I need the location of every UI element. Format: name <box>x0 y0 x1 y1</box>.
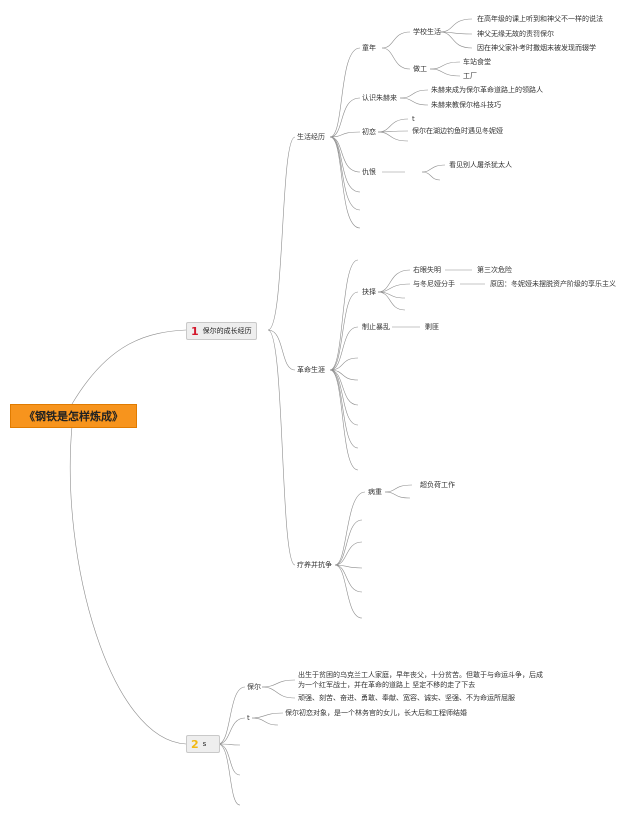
node-zhuhelai[interactable]: 认识朱赫来 <box>362 94 397 102</box>
node-revolution[interactable]: 革命生涯 <box>297 366 325 374</box>
leaf-revenge-1[interactable]: 看见别人屠杀犹太人 <box>449 161 512 169</box>
leaf-blind-note[interactable]: 第三次危险 <box>477 266 512 274</box>
node-blind[interactable]: 右眼失明 <box>413 266 441 274</box>
leaf-zhuhelai-1[interactable]: 朱赫来成为保尔革命道路上的领路人 <box>431 86 543 94</box>
leaf-stop-note[interactable]: 剿匪 <box>425 323 439 331</box>
node-life[interactable]: 生活经历 <box>297 133 325 141</box>
leaf-school-1[interactable]: 在高年级的课上听到和神父不一样的说法 <box>477 15 603 23</box>
leaf-zhuhelai-2[interactable]: 朱赫来教保尔格斗技巧 <box>431 101 501 109</box>
node-revenge[interactable]: 仇恨 <box>362 168 376 176</box>
node-choice[interactable]: 抉择 <box>362 288 376 296</box>
number-badge-2: 2 <box>191 737 199 751</box>
node-break[interactable]: 与冬尼娅分手 <box>413 280 455 288</box>
node-love[interactable]: 初恋 <box>362 128 376 136</box>
leaf-work-2[interactable]: 工厂 <box>463 72 477 80</box>
leaf-paul-desc2[interactable]: 顽强、刻苦、奋进、勇敢、奉献、宽容、诚实、坚强、不为命运所屈服 <box>298 694 515 702</box>
node-t[interactable]: t <box>247 714 250 722</box>
leaf-t-desc[interactable]: 保尔初恋对象，是一个林务官的女儿，长大后和工程师结婚 <box>285 709 467 717</box>
leaf-paul-desc1[interactable]: 出生于贫困的乌克兰工人家庭，早年丧父，十分贫苦。但敢于与命运斗争，后成为一个红军… <box>298 671 543 689</box>
leaf-school-2[interactable]: 神父无缘无故的责罚保尔 <box>477 30 554 38</box>
branch-characters-label: s <box>202 740 207 748</box>
branch-characters[interactable]: 2 s <box>186 735 220 753</box>
leaf-love-1[interactable]: t <box>412 115 415 123</box>
leaf-break-note[interactable]: 原因：冬妮娅未摆脱资产阶级的享乐主义 <box>490 280 616 288</box>
number-badge-1: 1 <box>191 324 199 338</box>
node-paul[interactable]: 保尔 <box>247 683 261 691</box>
branch-growth[interactable]: 1 保尔的成长经历 <box>186 322 257 340</box>
leaf-work-1[interactable]: 车站食堂 <box>463 58 491 66</box>
node-recovery[interactable]: 疗养并抗争 <box>297 561 332 569</box>
node-stop[interactable]: 制止暴乱 <box>362 323 390 331</box>
root-topic[interactable]: 《钢铁是怎样炼成》 <box>10 404 137 428</box>
leaf-ill-note[interactable]: 超负荷工作 <box>420 481 455 489</box>
leaf-school-3[interactable]: 因在神父家补考时撒烟末被发现而辍学 <box>477 44 596 52</box>
branch-growth-label: 保尔的成长经历 <box>202 327 252 335</box>
node-work[interactable]: 做工 <box>413 65 427 73</box>
node-childhood[interactable]: 童年 <box>362 44 376 52</box>
node-school[interactable]: 学校生活 <box>413 28 441 36</box>
leaf-love-2[interactable]: 保尔在湖边钓鱼时遇见冬妮娅 <box>412 127 503 135</box>
node-ill[interactable]: 病重 <box>368 488 382 496</box>
